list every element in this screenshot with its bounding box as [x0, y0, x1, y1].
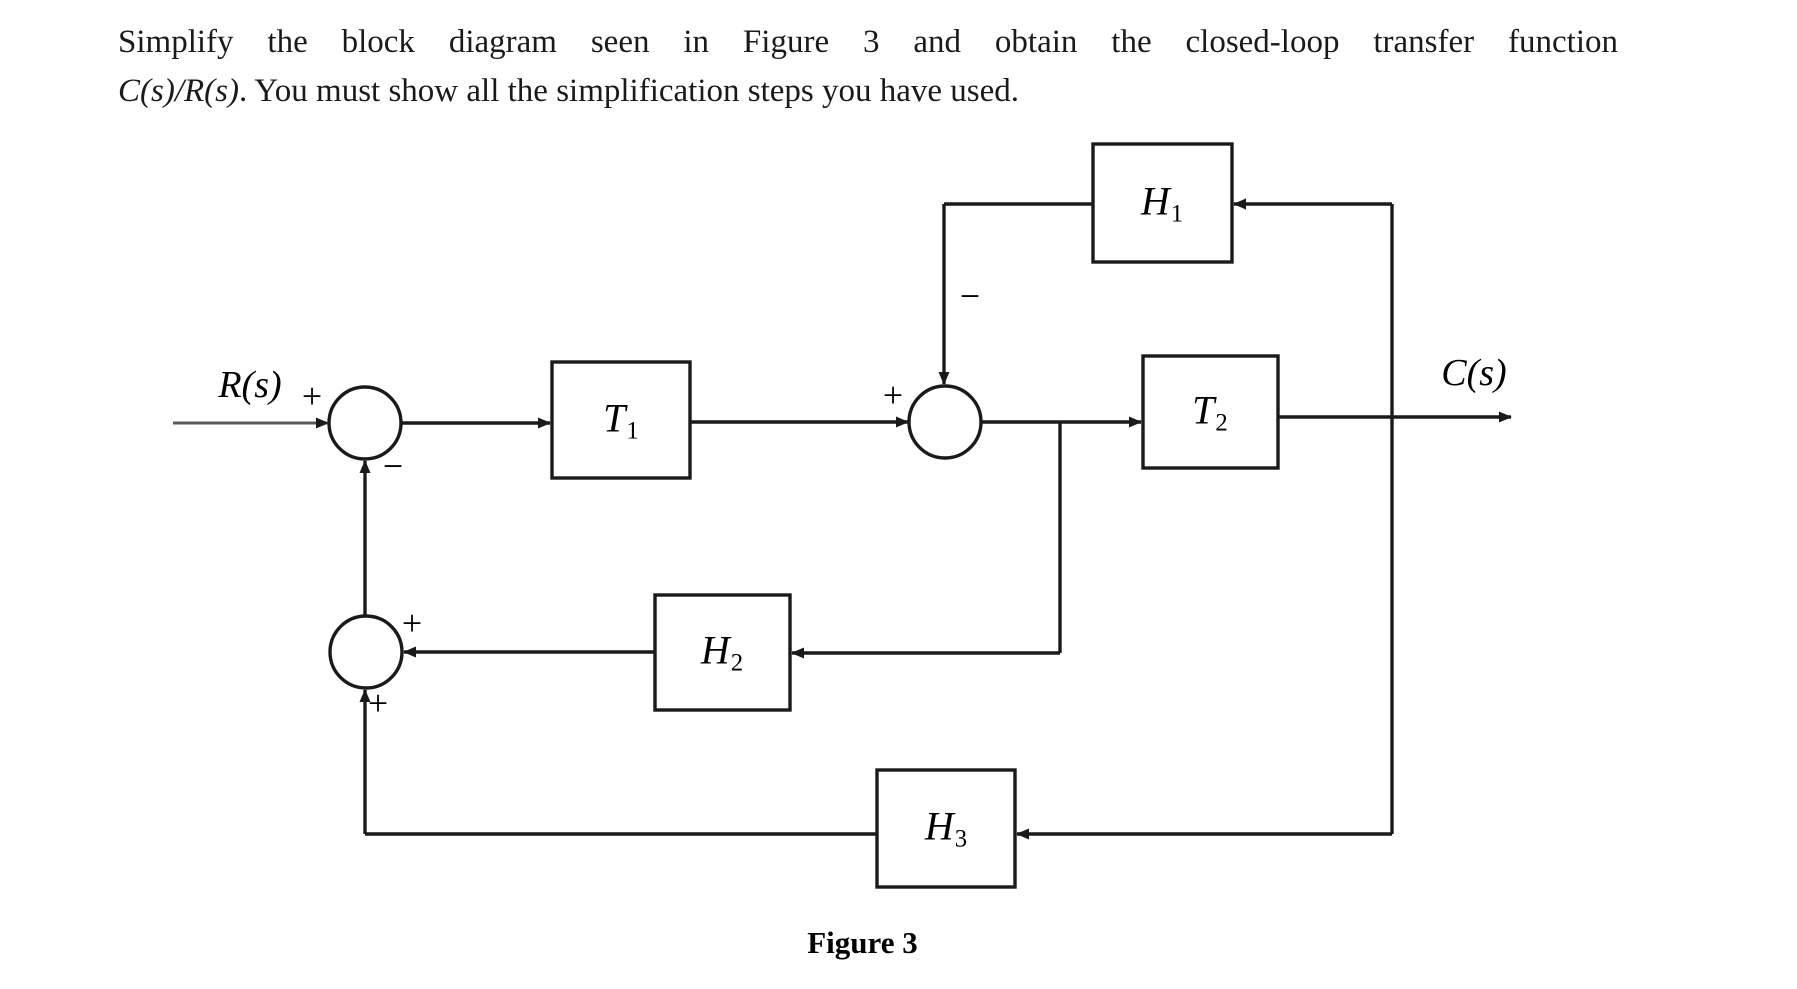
summing-junction-3: [328, 614, 404, 690]
question-line-1: Simplify the block diagram seen in Figur…: [118, 24, 1618, 60]
figure-caption-text: Figure 3: [807, 925, 918, 960]
block-diagram-svg: [173, 142, 1512, 889]
block-H2-rect: [653, 593, 792, 712]
block-T1-rect: [550, 360, 692, 480]
question-text: Simplify the block diagram seen in Figur…: [118, 18, 1618, 116]
figure-caption: Figure 3: [0, 925, 1797, 961]
transfer-function-expression: C(s)/R(s): [118, 72, 239, 109]
block-H1-rect: [1091, 142, 1234, 264]
block-T2-rect: [1141, 354, 1280, 470]
question-line-2-rest: . You must show all the simplification s…: [238, 72, 1020, 109]
summing-junction-2: [907, 384, 983, 460]
question-line-2: C(s)/R(s). You must show all the simplif…: [118, 67, 1618, 116]
block-diagram: H1 T1 T2 H2 H3 R(s) C(s) + − + − + +: [0, 105, 1797, 915]
summing-junction-1: [327, 385, 403, 461]
block-H3-rect: [875, 768, 1017, 889]
